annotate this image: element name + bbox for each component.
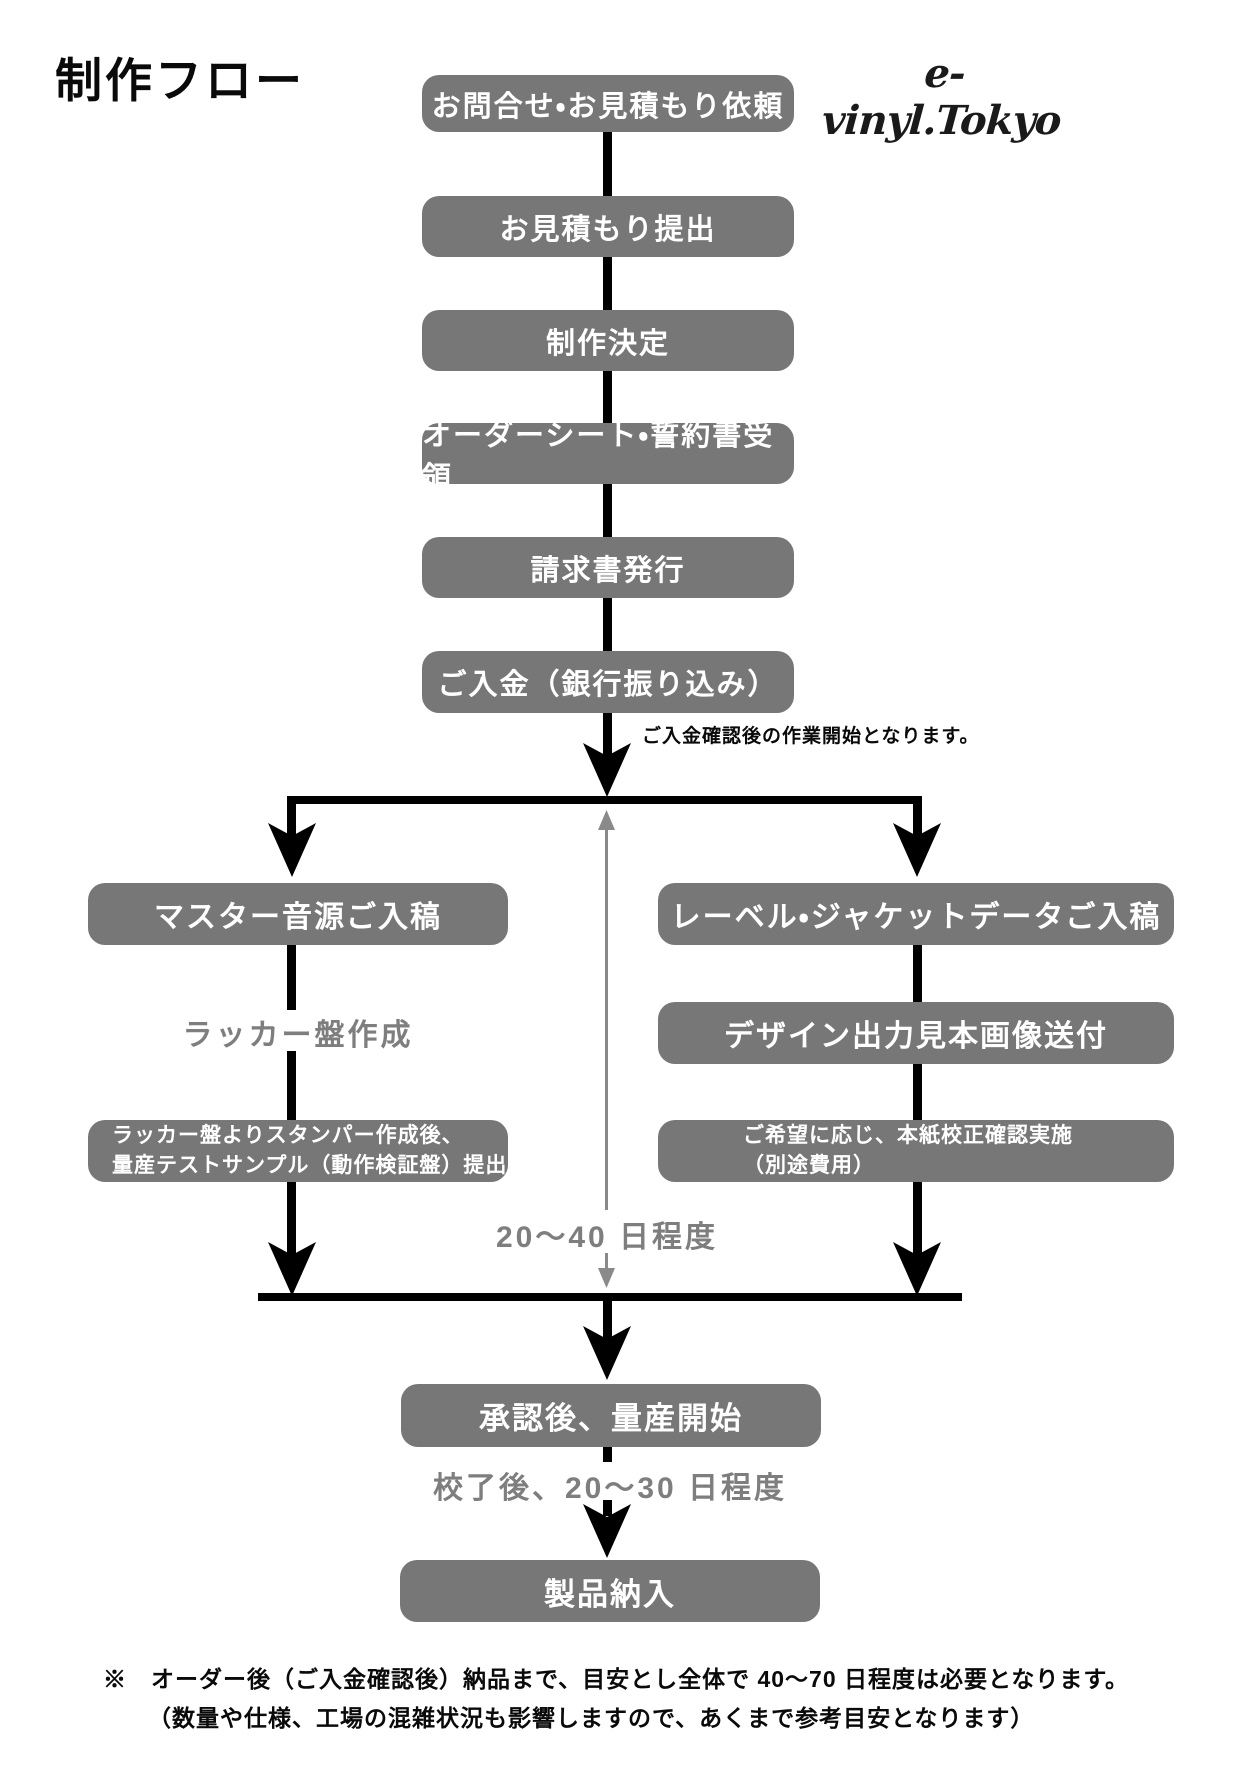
- duration-label: 20〜40 日程度: [495, 1221, 719, 1254]
- flow-step-label-line1: ご希望に応じ、本紙校正確認実施: [743, 1124, 1073, 1148]
- connector-line: [913, 1182, 922, 1256]
- connector-line: [287, 1051, 296, 1120]
- flow-step-label-line2: （別途費用）: [743, 1154, 875, 1177]
- flow-step-quote: お見積もり提出: [422, 196, 794, 257]
- duration-span-line: [605, 827, 608, 1210]
- page-title: 制作フロー: [55, 54, 305, 107]
- payment-confirm-note: ご入金確認後の作業開始となります。: [642, 726, 980, 747]
- flow-step-invoice: 請求書発行: [422, 537, 794, 598]
- flow-step-label: デザイン出力見本画像送付: [724, 1020, 1108, 1053]
- connector-line: [603, 598, 612, 651]
- flow-step-inquiry: お問合せ・お見積もり依頼: [422, 75, 794, 132]
- merge-line: [258, 1293, 962, 1301]
- connector-line: [603, 1300, 612, 1340]
- connector-line: [603, 132, 612, 196]
- brand-logo: e-vinyl.Tokyo: [820, 50, 1063, 144]
- connector-line: [913, 945, 922, 1002]
- flow-step-label: レーベル・ジャケットデータご入稿: [670, 901, 1162, 934]
- gray-arrow-down-icon: [598, 1268, 615, 1288]
- footer-note-line2: （数量や仕様、工場の混雑状況も影響しますので、あくまで参考目安となります）: [148, 1705, 1035, 1731]
- flow-step-stamper-sample: ラッカー盤よりスタンパー作成後、 量産テストサンプル（動作検証盤）提出: [88, 1120, 508, 1182]
- flow-step-label: 承認後、量産開始: [479, 1401, 743, 1436]
- lacquer-step-text: ラッカー盤作成: [182, 1019, 414, 1052]
- flow-step-label: マスター音源ご入稿: [154, 901, 442, 934]
- flow-step-label: 制作決定: [545, 327, 670, 360]
- flow-step-label: 請求書発行: [530, 554, 686, 587]
- flow-step-label: ご入金（銀行振り込み）: [437, 669, 779, 701]
- connector-line: [287, 1182, 296, 1256]
- flow-step-label: お問合せ・お見積もり依頼: [431, 90, 785, 123]
- flow-step-mass-production: 承認後、量産開始: [401, 1384, 821, 1447]
- flow-step-label: 製品納入: [544, 1576, 676, 1612]
- connector-line: [603, 713, 612, 758]
- connector-line: [913, 796, 922, 840]
- connector-line: [287, 796, 296, 840]
- connector-line: [603, 1500, 612, 1516]
- flow-step-ordersheet: オーダーシート・誓約書受領: [422, 420, 794, 494]
- flow-step-artwork-data: レーベル・ジャケットデータご入稿: [658, 883, 1174, 945]
- flow-step-delivery: 製品納入: [400, 1560, 820, 1622]
- connector-line: [603, 484, 612, 537]
- flow-step-paper-proof: ご希望に応じ、本紙校正確認実施 （別途費用）: [658, 1120, 1174, 1182]
- flow-step-label: オーダーシート・誓約書受領: [422, 419, 775, 494]
- flow-step-design-proof-image: デザイン出力見本画像送付: [658, 1002, 1174, 1064]
- flow-step-payment: ご入金（銀行振り込み）: [422, 651, 794, 713]
- flow-step-label-line1: ラッカー盤よりスタンパー作成後、: [112, 1124, 464, 1148]
- flow-step-decision: 制作決定: [422, 310, 794, 371]
- split-line: [287, 796, 922, 804]
- flow-step-master-audio: マスター音源ご入稿: [88, 883, 508, 945]
- connector-line: [913, 1064, 922, 1120]
- flow-step-label-line2: 量産テストサンプル（動作検証盤）提出: [112, 1154, 508, 1177]
- connector-line: [603, 371, 612, 423]
- footer-note-line1: ※ オーダー後（ご入金確認後）納品まで、目安とし全体で 40〜70 日程度は必要…: [103, 1666, 1130, 1692]
- connector-line: [603, 257, 612, 310]
- flow-step-label: お見積もり提出: [499, 213, 717, 246]
- duration-span-line: [605, 1253, 608, 1270]
- final-duration-note: 校了後、20〜30 日程度: [432, 1472, 788, 1505]
- connector-line: [287, 945, 296, 1010]
- connector-line: [603, 1447, 612, 1462]
